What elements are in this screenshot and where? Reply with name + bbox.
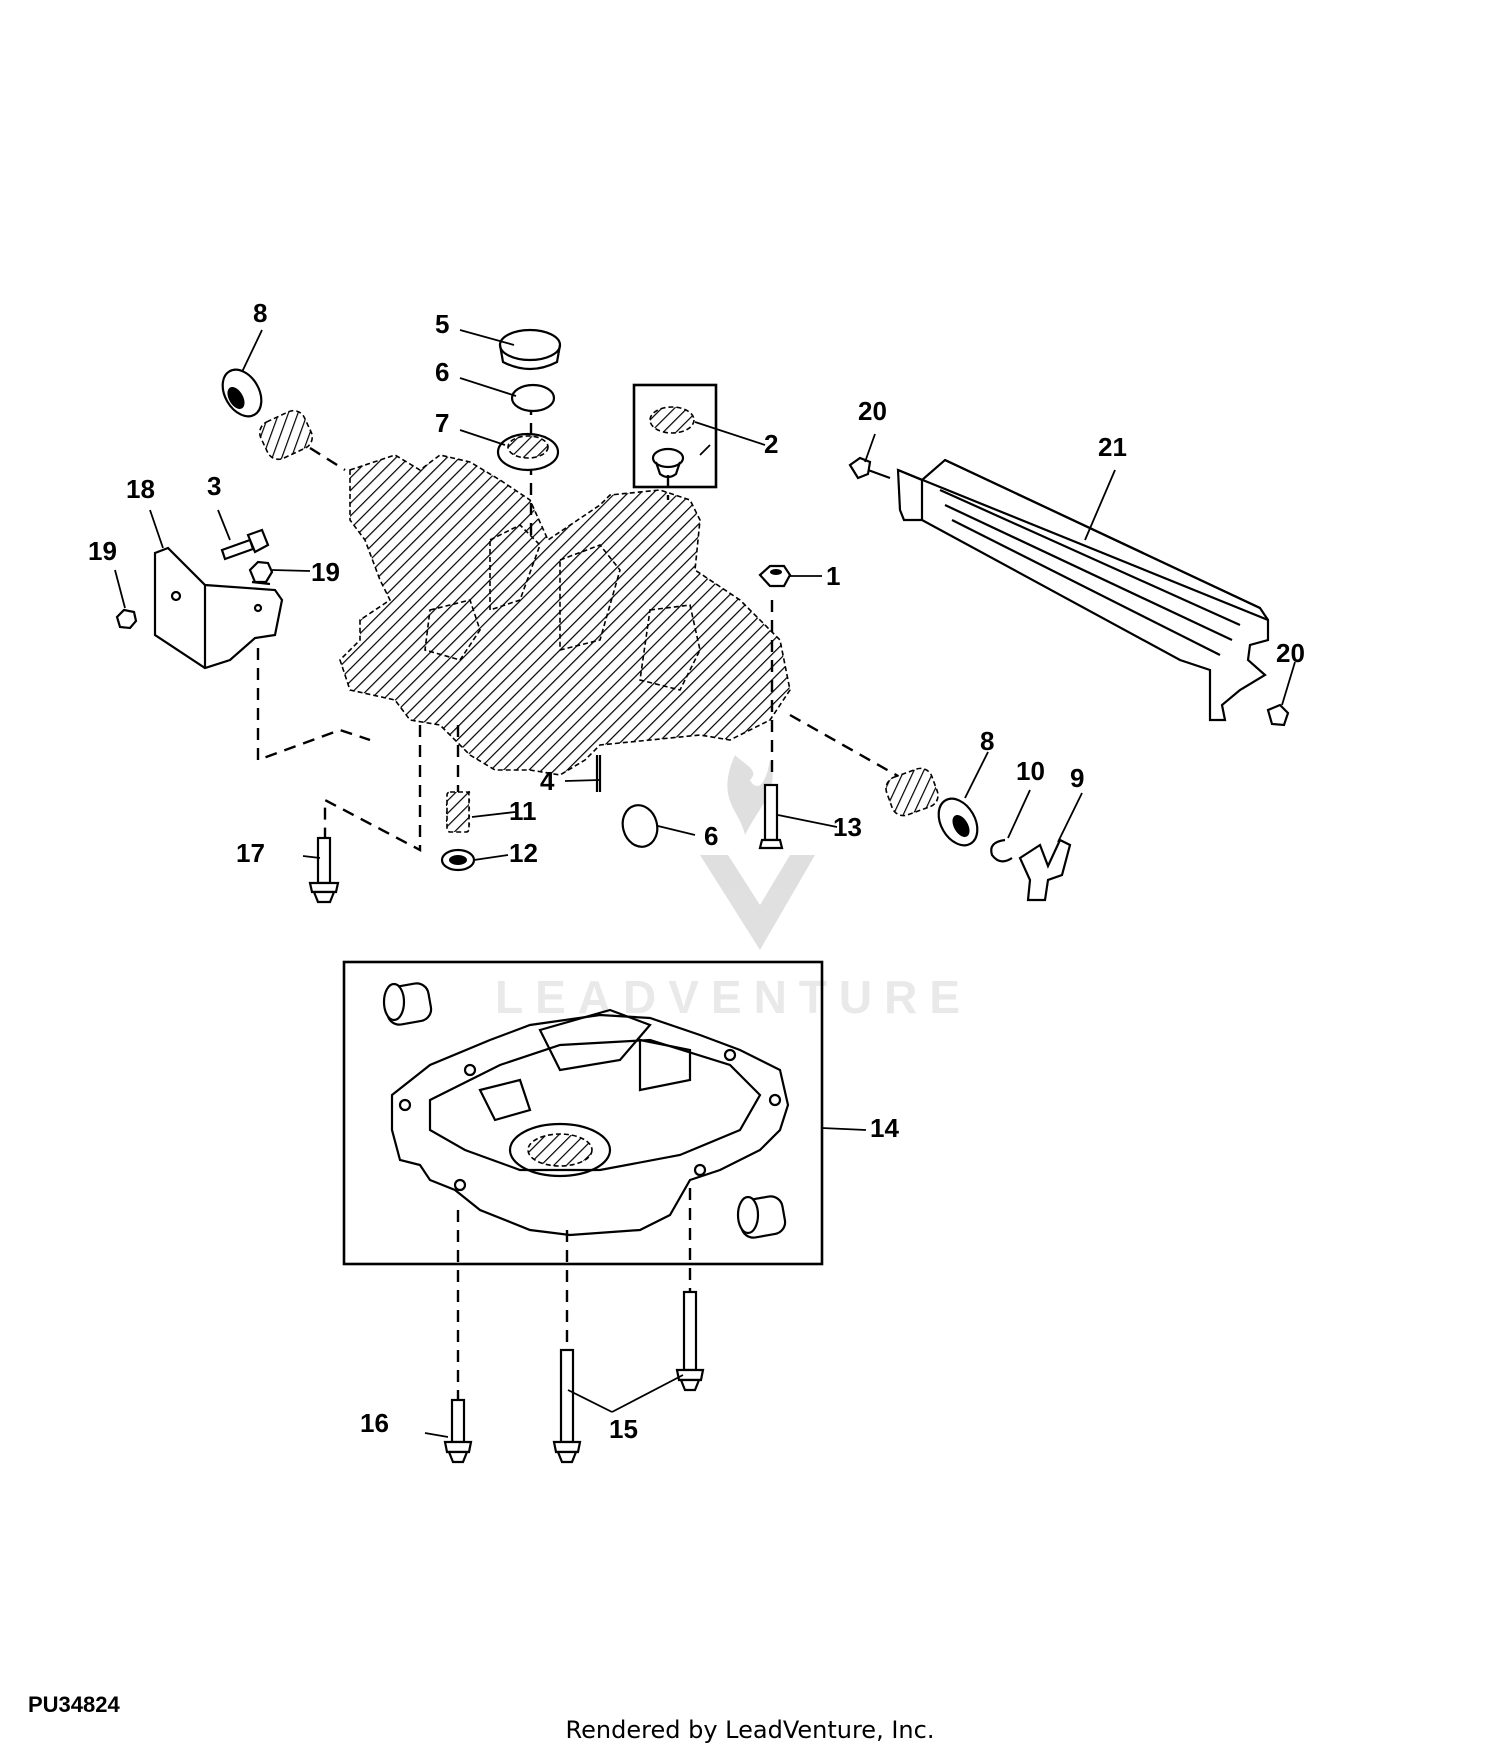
- axis-line: [323, 725, 422, 852]
- mounting-bracket: [153, 546, 284, 670]
- callout-10: 10: [1016, 756, 1045, 786]
- callout-8-right: 8: [980, 726, 994, 756]
- transaxle-housing: [339, 454, 791, 776]
- spring: [445, 790, 471, 833]
- leader-lines: [114, 329, 1296, 1438]
- screw-bottom: [1266, 703, 1290, 727]
- bushing-left: [258, 409, 314, 461]
- callout-6-bottom: 6: [704, 821, 718, 851]
- axis-line: [789, 713, 906, 782]
- oil-pan-frame: [342, 960, 824, 1266]
- bolt-vertical: [758, 783, 784, 850]
- kit-frame: [632, 383, 718, 489]
- callout-12: 12: [509, 838, 538, 868]
- callout-14: 14: [870, 1113, 899, 1143]
- callout-9: 9: [1070, 763, 1084, 793]
- callout-8-left: 8: [253, 298, 267, 328]
- pan-bolt-long-right: [675, 1290, 705, 1392]
- callout-19-left: 19: [88, 536, 117, 566]
- callout-3: 3: [207, 471, 221, 501]
- callout-21: 21: [1098, 432, 1127, 462]
- callout-20-top: 20: [858, 396, 887, 426]
- watermark-logo: [700, 755, 815, 950]
- axis-line: [309, 446, 346, 472]
- cover-plate: [896, 458, 1270, 722]
- callout-20-bottom: 20: [1276, 638, 1305, 668]
- callout-1: 1: [826, 561, 840, 591]
- seal-assembly: [496, 432, 560, 472]
- cap-plug: [498, 328, 562, 371]
- retaining-clip: [990, 838, 1013, 863]
- callout-15: 15: [609, 1414, 638, 1444]
- oil-pan: [390, 1008, 790, 1237]
- dowel-bushing-bottom: [736, 1195, 787, 1239]
- diagram-id: PU34824: [28, 1692, 120, 1717]
- o-ring-lower: [621, 804, 659, 848]
- pan-bolt-long-mid: [552, 1348, 582, 1464]
- flange-nut-right: [248, 560, 274, 586]
- oil-seal-left: [221, 368, 263, 418]
- dowel-bushing-top: [382, 982, 433, 1026]
- clip-bracket: [1018, 838, 1072, 902]
- callout-17: 17: [236, 838, 265, 868]
- callout-7: 7: [435, 408, 449, 438]
- callout-19-right: 19: [311, 557, 340, 587]
- bolt: [220, 528, 270, 561]
- footer-credit: Rendered by LeadVenture, Inc.: [565, 1716, 935, 1744]
- flange-nut-left: [115, 608, 138, 630]
- o-ring: [510, 383, 556, 413]
- callout-16: 16: [360, 1408, 389, 1438]
- washer-hole: [449, 855, 467, 865]
- flange-bolt: [308, 836, 340, 904]
- callout-5: 5: [435, 309, 449, 339]
- oil-seal-right: [937, 797, 979, 847]
- callout-6-top: 6: [435, 357, 449, 387]
- kit-parts: [649, 406, 695, 479]
- nut: [758, 564, 792, 588]
- pan-bolt-short: [443, 1398, 473, 1464]
- callout-18: 18: [126, 474, 155, 504]
- callout-13: 13: [833, 812, 862, 842]
- callout-4: 4: [540, 766, 555, 796]
- watermark: LEADVENTURE: [495, 971, 973, 1023]
- screw-top: [848, 456, 891, 480]
- callout-11: 11: [509, 796, 537, 826]
- bushing-right: [885, 767, 939, 817]
- callout-2: 2: [764, 429, 778, 459]
